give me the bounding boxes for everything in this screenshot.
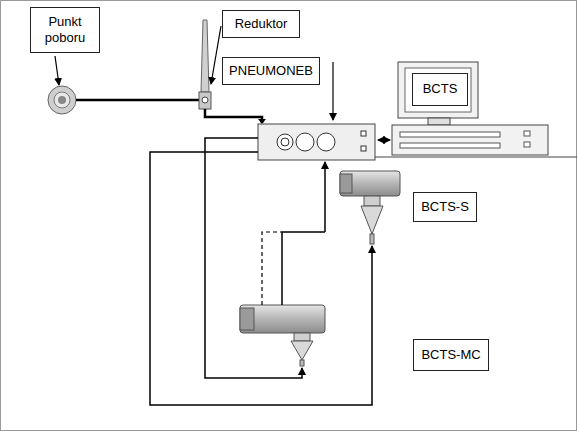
- data-link: [378, 139, 390, 140]
- supply-line: [205, 109, 262, 123]
- dashed-line: [262, 232, 282, 305]
- reducer-symbol: [199, 20, 211, 109]
- gas-outlet: [48, 86, 76, 114]
- label-text: BCTS-MC: [421, 347, 480, 363]
- hose: [76, 99, 199, 102]
- label-box: Reduktor: [222, 10, 300, 38]
- label-text: Reduktor: [235, 16, 288, 32]
- pointer-arrow: [55, 56, 59, 85]
- label-box: BCTS: [412, 73, 468, 106]
- label-text: BCTS-S: [421, 199, 469, 215]
- sensor-upper: [340, 171, 400, 244]
- pointer-arrow: [332, 62, 333, 120]
- label-box: PNEUMONEB: [222, 57, 320, 85]
- arrow-head: [258, 119, 266, 124]
- desk-line: [375, 157, 577, 158]
- label-box: BCTS-MC: [413, 339, 489, 371]
- tube-line: [150, 152, 372, 405]
- label-text: Punkt poboru: [37, 14, 93, 47]
- tube-line: [324, 162, 326, 232]
- tube-line: [282, 232, 325, 305]
- computer: [392, 62, 548, 155]
- pointer-arrow: [211, 26, 221, 84]
- sensor-lower: [240, 305, 325, 366]
- label-text: BCTS: [423, 81, 458, 97]
- label-box: BCTS-S: [413, 192, 477, 222]
- pneumoneb-device: [258, 124, 375, 160]
- label-text: PNEUMONEB: [229, 63, 313, 79]
- label-box: Punkt poboru: [30, 7, 100, 53]
- tube-line: [205, 138, 302, 378]
